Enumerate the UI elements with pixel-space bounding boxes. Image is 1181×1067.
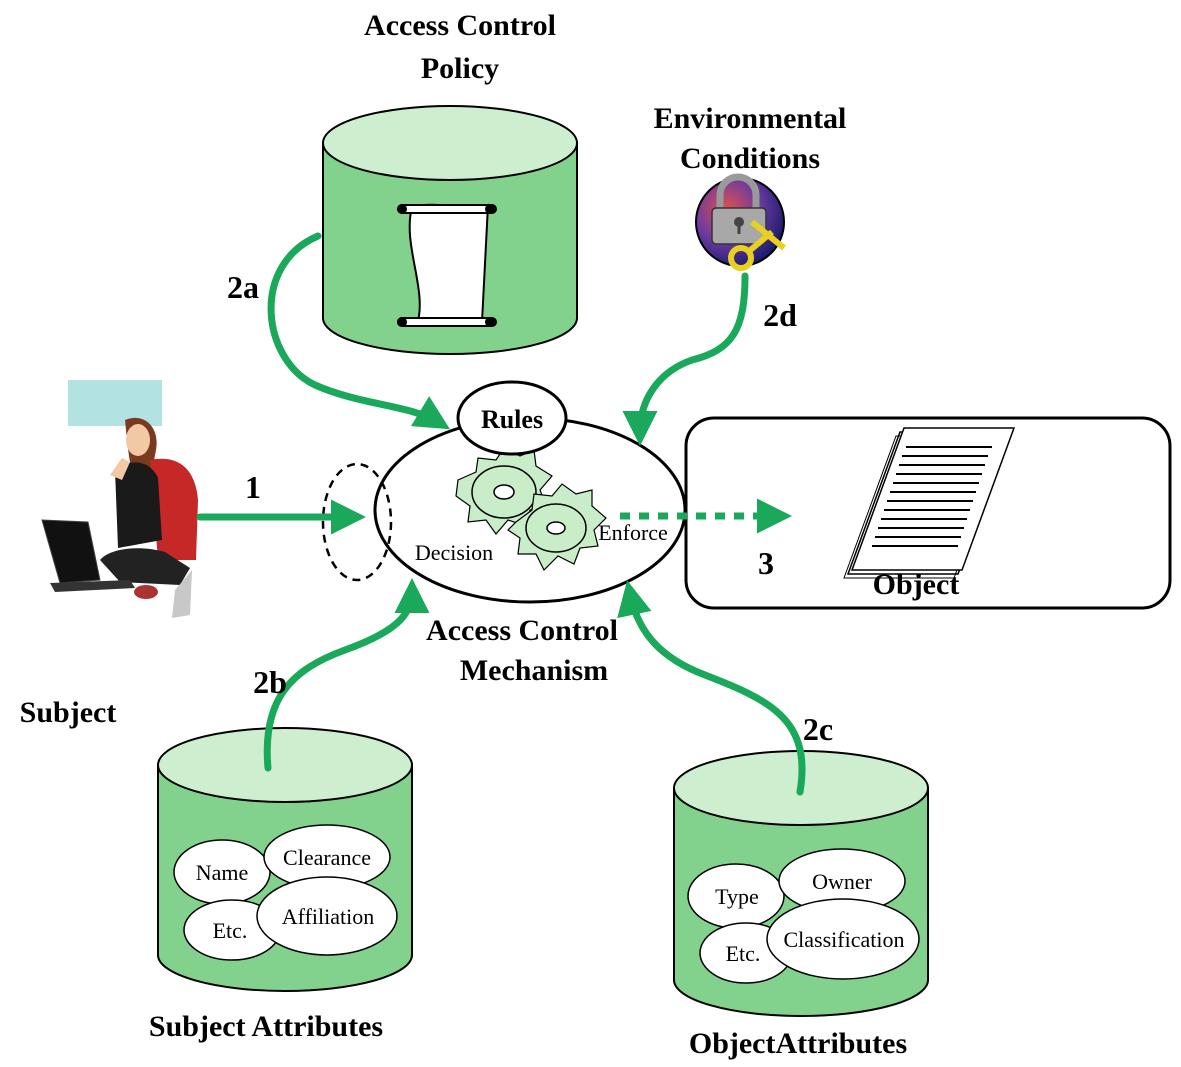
policy-title-line1: Access Control <box>364 9 556 42</box>
attr-bubble-classification <box>766 898 920 980</box>
scroll-icon <box>397 203 497 327</box>
object-attr-etc: Etc. <box>726 941 761 966</box>
subject-attr-etc: Etc. <box>213 918 248 943</box>
mechanism-title-line1: Access Control <box>426 614 618 647</box>
access-request-ring <box>321 462 393 582</box>
decision-label: Decision <box>415 540 493 565</box>
object-attribute-bubbles: Type Owner Etc. Classification <box>687 848 920 984</box>
subject-attr-affiliation: Affiliation <box>282 904 374 929</box>
step-3-label: 3 <box>758 545 774 581</box>
arrow-2d-environment <box>622 272 749 446</box>
subject-person-icon <box>41 380 198 618</box>
environment-title-line1: Environmental <box>654 102 847 135</box>
rules-ellipse <box>456 380 568 456</box>
rules-label: Rules <box>481 405 543 434</box>
mechanism-title-line2: Mechanism <box>460 654 608 687</box>
arrow-2a-policy <box>267 232 450 430</box>
object-attributes-title: ObjectAttributes <box>689 1027 907 1060</box>
step-2a-label: 2a <box>227 269 259 305</box>
step-2b-label: 2b <box>253 664 287 700</box>
object-label: Object <box>873 568 960 601</box>
subject-attr-name: Name <box>196 860 249 885</box>
arrow-2b-subject-attributes <box>263 578 430 772</box>
lock-key-icon <box>695 173 786 271</box>
subject-attributes-title: Subject Attributes <box>149 1010 383 1043</box>
step-1-label: 1 <box>245 469 261 505</box>
step-2d-label: 2d <box>763 297 797 333</box>
arrow-2c-object-attributes <box>617 580 806 796</box>
environment-title-line2: Conditions <box>680 142 820 175</box>
attr-bubble-affiliation <box>256 876 398 956</box>
object-attr-type: Type <box>715 884 759 909</box>
subject-attribute-bubbles: Name Clearance Etc. Affiliation <box>173 824 398 961</box>
subject-attr-clearance: Clearance <box>283 845 371 870</box>
object-attr-classification: Classification <box>784 927 905 952</box>
gears-icon <box>455 447 607 572</box>
object-attr-owner: Owner <box>812 869 873 894</box>
subject-label: Subject <box>20 696 117 729</box>
policy-title-line2: Policy <box>421 52 499 85</box>
enforce-label: Enforce <box>598 520 668 545</box>
step-2c-label: 2c <box>803 711 833 747</box>
document-icon <box>843 427 1016 579</box>
